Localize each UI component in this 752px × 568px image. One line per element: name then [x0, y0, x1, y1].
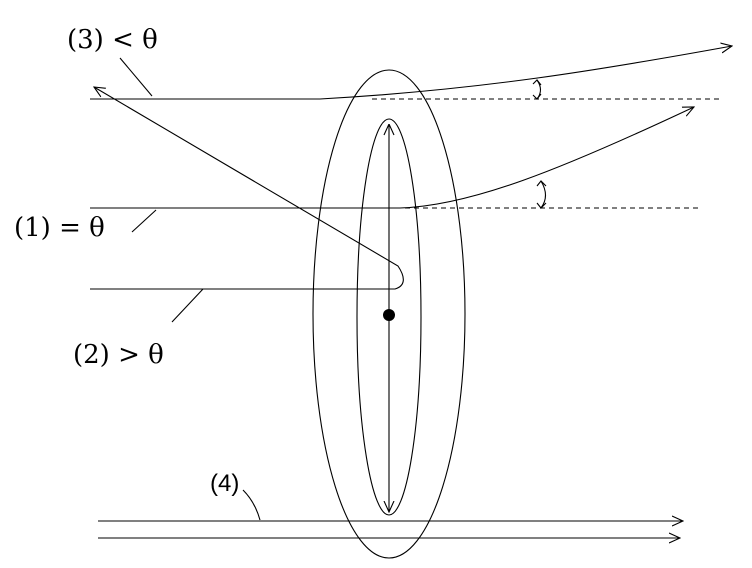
ray-1-angle-tick-top	[536, 180, 547, 187]
center-dot	[383, 309, 395, 321]
ray-3-angle-tick-bottom	[532, 93, 542, 100]
label-4-leader	[242, 489, 261, 521]
label-3-leader	[119, 57, 153, 97]
outer-ellipse	[312, 69, 466, 559]
label-ray-1: (1) = θ	[14, 213, 105, 243]
ray-1-path	[90, 107, 694, 209]
label-ray-3: (3) < θ	[67, 25, 158, 55]
ray-3-angle-tick-top	[532, 79, 542, 86]
ray-2-path	[90, 87, 404, 290]
label-ray-4: (4)	[210, 470, 239, 497]
label-2-leader	[171, 288, 204, 323]
inner-ellipse	[356, 118, 422, 516]
ray-1-angle-tick-bottom	[536, 202, 547, 209]
label-1-leader	[131, 209, 157, 233]
label-ray-2: (2) > θ	[73, 340, 164, 370]
ray-3-path	[90, 46, 732, 100]
